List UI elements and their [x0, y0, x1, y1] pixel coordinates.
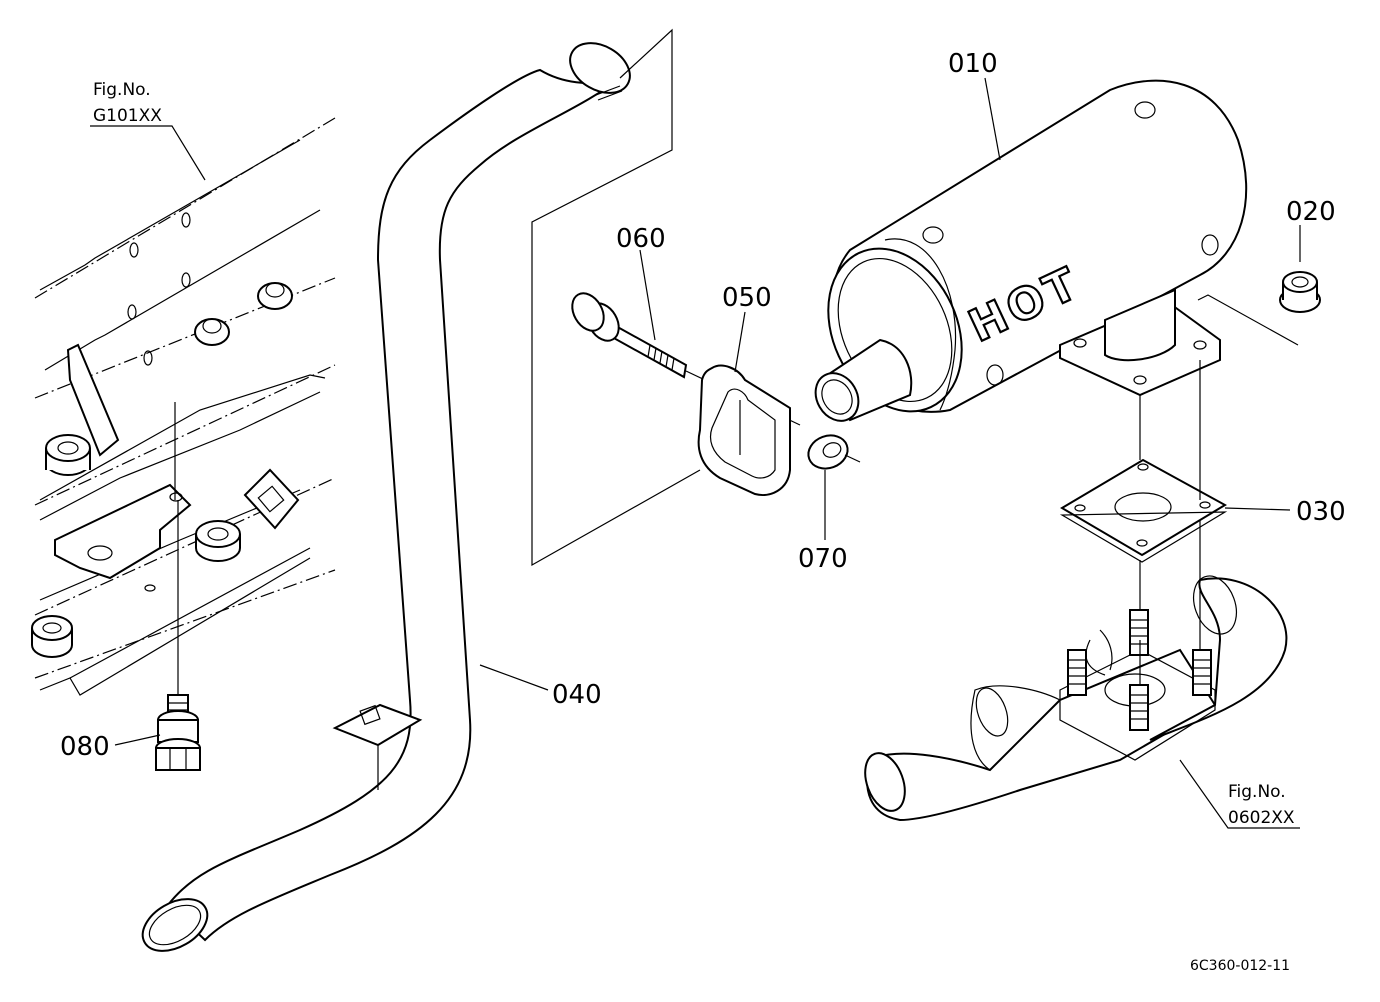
leader-040 — [479, 664, 549, 691]
flange-nut-020 — [1279, 271, 1321, 313]
part-label-060: 060 — [616, 224, 666, 254]
frame-nut-1 — [194, 318, 230, 346]
manifold-stud-1 — [1129, 609, 1149, 656]
leader-060 — [639, 249, 656, 341]
exhaust-manifold — [864, 575, 1288, 822]
muffler-010: HOT — [814, 79, 1248, 422]
leader-050 — [734, 311, 746, 373]
frame-nut-2 — [257, 282, 293, 310]
part-label-040: 040 — [552, 680, 602, 710]
leader-010 — [984, 77, 1001, 161]
fitting-080 — [155, 500, 201, 771]
nut-070 — [807, 434, 861, 540]
fig-0602xx-leader — [1179, 759, 1300, 829]
fig-ref-left-code: G101XX — [93, 106, 162, 126]
spacer-3 — [31, 615, 73, 658]
spacer-2 — [195, 520, 241, 562]
chassis-frame — [31, 117, 336, 696]
exhaust-pipe-040 — [141, 42, 631, 952]
part-label-050: 050 — [722, 283, 772, 313]
fig-g101xx-leader — [90, 125, 206, 181]
leader-030 — [1224, 507, 1291, 511]
part-label-070: 070 — [798, 544, 848, 574]
part-label-010: 010 — [948, 49, 998, 79]
part-label-030: 030 — [1296, 497, 1346, 527]
spacer-1 — [45, 434, 91, 476]
gasket-030 — [1059, 458, 1228, 563]
part-label-020: 020 — [1286, 197, 1336, 227]
leader-080 — [114, 734, 161, 746]
fig-ref-right-prefix: Fig.No. — [1228, 782, 1286, 802]
fig-ref-right-code: 0602XX — [1228, 808, 1295, 828]
drawing-code: 6C360-012-11 — [1190, 958, 1290, 974]
manifold-stud-4 — [1067, 649, 1087, 696]
bolt-060 — [571, 292, 801, 426]
nut-020-leader-box — [1197, 294, 1299, 346]
manifold-stud-2 — [1192, 649, 1212, 696]
fig-ref-left-prefix: Fig.No. — [93, 80, 151, 100]
manifold-stud-3 — [1129, 684, 1149, 731]
clamp-050 — [697, 364, 791, 496]
part-label-080: 080 — [60, 732, 110, 762]
pipe-panel-outline — [531, 28, 701, 567]
